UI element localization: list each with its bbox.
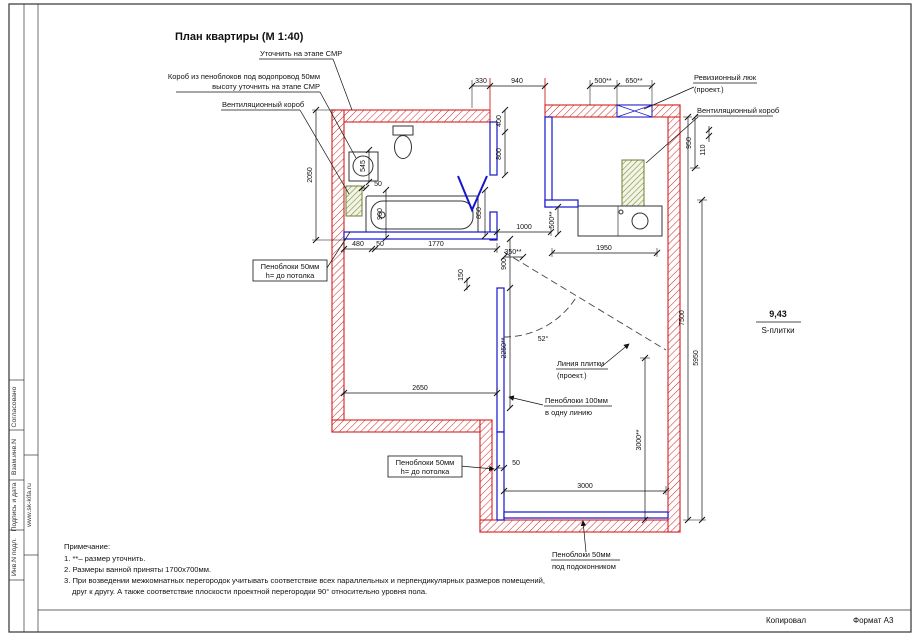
footer-format: Формат А3 [853, 616, 894, 625]
vent-duct-left [345, 185, 363, 217]
notes-header: Примечание: [64, 542, 110, 551]
dim-1950: 1950 [596, 245, 612, 252]
callout-clarify-smr: Уточнить на этапе СМР [260, 49, 342, 58]
dim-3000-star: 3000** [636, 429, 643, 450]
dim-110: 110 [700, 144, 707, 155]
toilet [392, 125, 414, 159]
dim-500-top: 500** [594, 78, 611, 85]
wall-left [331, 109, 345, 433]
leader-lines [299, 58, 699, 553]
wall-bottom-left-vertical [479, 419, 493, 533]
dim-940: 940 [511, 78, 523, 85]
callout-revision-line2: (проект.) [694, 85, 724, 94]
callout-foam50-bath-line2: h= до потолка [266, 271, 316, 280]
note-3-continued: друг к другу. А также соответствие плоск… [72, 587, 427, 596]
callout-foam50-sill-line1: Пеноблоки 50мм [552, 550, 611, 559]
dim-480: 480 [352, 241, 364, 248]
callout-vent-left: Вентиляционный короб [222, 100, 304, 109]
dim-7500: 7500 [679, 310, 686, 326]
dimension-texts: 330 940 500** 650** 480 50 1770 2650 100… [307, 78, 707, 490]
note-2: 2. Размеры ванной приняты 1700х700мм. [64, 565, 211, 574]
dim-2650: 2650 [412, 385, 428, 392]
wall-mid-left [331, 419, 481, 433]
stamp-inv-podl: Инв.N подл. [11, 538, 18, 576]
stamp-labels: Согласовано Взам.инв.N Подпись и дата Ин… [11, 386, 33, 576]
partition-bath-right-upper [489, 121, 498, 176]
extension-lines [312, 78, 707, 521]
callout-korob-line1: Короб из пеноблоков под водопровод 50мм [168, 72, 320, 81]
dim-50-bath: 50 [374, 181, 382, 188]
partition-room-left [496, 431, 505, 521]
callout-foam100-line1: Пеноблоки 100мм [545, 396, 608, 405]
callout-foam50-room-line2: h= до потолка [401, 467, 451, 476]
dim-400: 400 [496, 115, 503, 127]
note-3: 3. При возведении межкомнатных перегород… [64, 576, 545, 585]
dimension-ticks [312, 82, 713, 524]
callout-tile-line1: Линия плитки [557, 359, 604, 368]
partition-windowsill [503, 511, 669, 519]
dim-950: 950 [686, 137, 693, 149]
tile-area-value: 9,43 [769, 309, 787, 319]
page-title: План квартиры (М 1:40) [175, 31, 304, 43]
dim-900-hall: 900 [501, 258, 508, 270]
stamp-vzam-inv: Взам.инв.N [11, 439, 18, 475]
stamp-website: www.sk-kifa.ru [26, 483, 33, 528]
notes-block: Примечание: 1. **– размер уточнить. 2. Р… [64, 542, 545, 596]
partition-kitchen-left [544, 116, 553, 208]
callout-foam50-room-box [387, 455, 463, 478]
callout-foam50-room-line1: Пеноблоки 50мм [396, 458, 455, 467]
door-swing [457, 175, 488, 213]
partition-bath-right-lower [489, 211, 498, 241]
vent-duct-right [621, 159, 645, 207]
wall-top-left [331, 109, 491, 123]
dimension-lines [315, 85, 710, 520]
callout-revision-line1: Ревизионный люк [694, 73, 757, 82]
partition-hall-right [496, 287, 505, 433]
dim-545: 545 [360, 160, 367, 172]
washing-machine [348, 151, 379, 182]
dim-800: 800 [496, 148, 503, 160]
partitions-new [343, 116, 669, 521]
wall-top-right [544, 104, 681, 118]
dim-500-mid: 500** [549, 211, 556, 228]
dim-2250: 2250** [501, 337, 508, 358]
annotations: Уточнить на этапе СМР Короб из пеноблоко… [168, 49, 779, 571]
partition-kitchen-front [544, 199, 579, 208]
stamp-soglasovano: Согласовано [11, 386, 18, 427]
dim-900-bath: 900 [377, 208, 384, 220]
dim-150: 150 [458, 269, 465, 281]
sheet-frame [8, 3, 912, 633]
tile-area-name: S-плитки [761, 326, 794, 335]
dim-330: 330 [475, 78, 487, 85]
dim-50-corridor: 50 [376, 241, 384, 248]
dim-2050: 2050 [307, 167, 314, 183]
kitchen-sink [577, 205, 663, 237]
footer-kopiroval: Копировал [766, 616, 806, 625]
dim-angle-52: 52° [538, 335, 549, 343]
note-1: 1. **– размер уточнить. [64, 554, 146, 563]
stamp-podpis-data: Подпись и дата [11, 482, 18, 531]
revision-hatch [616, 104, 653, 118]
dim-650: 650** [625, 78, 642, 85]
callout-tile-line2: (проект.) [557, 371, 587, 380]
dim-1000: 1000 [516, 224, 532, 231]
wall-bottom [479, 519, 681, 533]
dim-3000: 3000 [577, 483, 593, 490]
sheet-footer: Копировал Формат А3 [766, 616, 894, 625]
callout-foam50-bath-line1: Пеноблоки 50мм [261, 262, 320, 271]
callout-vent-right: Вентиляционный короб [697, 106, 779, 115]
partition-bath-bottom [343, 231, 498, 240]
dim-1770: 1770 [428, 241, 444, 248]
tile-area-label: 9,43 S-плитки [756, 309, 801, 335]
callout-foam50-bath-box [252, 259, 328, 282]
dim-5950: 5950 [693, 350, 700, 366]
dim-850: 850 [476, 207, 483, 219]
callout-foam50-sill-line2: под подоконником [552, 562, 616, 571]
callout-foam100-line2: в одну линию [545, 408, 592, 417]
dim-350: 350** [504, 249, 521, 256]
dim-50-room: 50 [512, 460, 520, 467]
callout-korob-line2: высоту уточнить на этапе СМР [212, 82, 320, 91]
tile-line [503, 251, 667, 351]
